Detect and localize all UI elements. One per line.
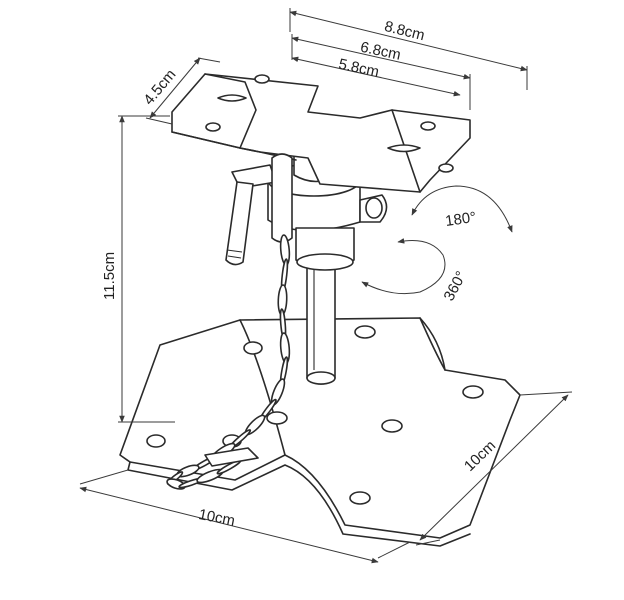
safety-chain <box>166 234 291 490</box>
base-hole <box>381 419 403 433</box>
base-hole <box>243 341 263 355</box>
chain-clip <box>204 447 259 467</box>
label-swivel: 360° <box>441 268 471 303</box>
dim-base-width: 10cm <box>79 469 411 564</box>
label-height: 11.5cm <box>101 252 118 300</box>
label-inner-spacing: 5.8cm <box>337 56 381 81</box>
label-top-depth: 4.5cm <box>140 66 179 108</box>
label-base-width: 10cm <box>197 506 236 530</box>
base-hole <box>146 434 166 448</box>
dim-height: 11.5cm <box>101 115 175 423</box>
lock-pin <box>225 153 293 266</box>
top-slot <box>387 144 421 153</box>
tilt-arrow: 180° <box>411 185 513 233</box>
top-hole <box>438 163 454 173</box>
dim-overall-width: 8.8cm <box>289 8 528 90</box>
base-hole <box>266 411 288 425</box>
pole <box>306 249 336 385</box>
top-plate <box>171 73 471 193</box>
base-hole <box>462 385 484 399</box>
top-hole <box>254 74 270 84</box>
base-hole <box>349 491 371 505</box>
top-hole <box>420 121 436 131</box>
base-hole <box>354 325 376 339</box>
swivel-arrow: 360° <box>361 238 471 304</box>
top-hole <box>205 122 221 132</box>
label-tilt: 180° <box>444 209 477 230</box>
top-slot <box>217 94 247 102</box>
dim-slot-spacing: 6.8cm <box>291 34 471 110</box>
